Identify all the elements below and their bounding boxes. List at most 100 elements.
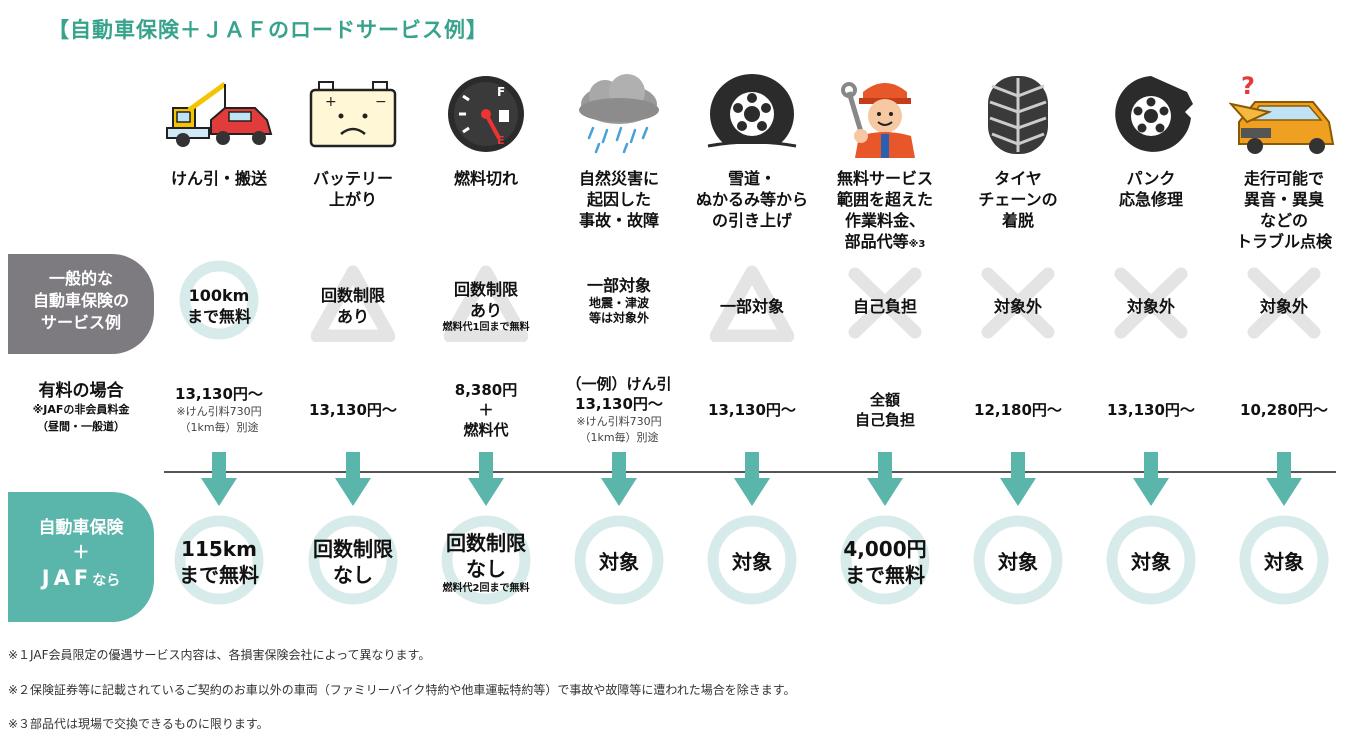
result-circle-icon [1084, 512, 1218, 612]
column-heading-line: の引き上げ [711, 211, 792, 230]
insurance-cell-line: 対象外 [993, 296, 1042, 316]
cross-mark-icon [1217, 260, 1346, 354]
triangle-mark-icon [685, 260, 819, 354]
paid-price-cell: 13,130円～ [685, 400, 819, 420]
insurance-row-label: 一般的な 自動車保険の サービス例 [8, 254, 154, 354]
insurance-cell-line: あり [469, 300, 502, 320]
stuck-tire-icon [685, 72, 819, 160]
jaf-result-line: まで無料 [179, 563, 259, 587]
column-heading: パンク応急修理 [1084, 168, 1218, 210]
insurance-cell-line: 100km [188, 286, 250, 305]
column-heading: 雪道・ぬかるみ等からの引き上げ [685, 168, 819, 231]
insurance-cell: 一部対象 [685, 296, 819, 317]
insurance-cell-line: 自己負担 [852, 296, 917, 316]
paid-price-cell: 12,180円～ [951, 400, 1085, 420]
insurance-cell: 対象外 [1084, 296, 1218, 317]
jaf-label-suffix: なら [92, 573, 121, 589]
insurance-cell-paren: 等は対象外 [588, 310, 649, 325]
insurance-cell-line: 一部対象 [586, 275, 651, 295]
column-heading-line: 無料サービス [836, 169, 933, 188]
jaf-result-line: 対象 [599, 550, 639, 574]
column-heading: けん引・搬送 [152, 168, 286, 189]
down-arrow-icon [1084, 452, 1218, 510]
column-heading-line: 自然災害に [578, 169, 659, 188]
heading-footnote-ref: ※3 [908, 239, 926, 250]
result-circle-icon [818, 512, 952, 612]
down-arrow-icon [152, 452, 286, 510]
paid-price-line: 13,130円～ [175, 385, 263, 403]
column-heading-line: 雪道・ [727, 169, 776, 188]
column-heading: 自然災害に起因した事故・故障 [552, 168, 686, 231]
down-arrow-icon [818, 452, 952, 510]
down-arrow-icon [286, 452, 420, 510]
paid-price-note: （1km毎）別途 [179, 421, 259, 434]
column-heading-line: タイヤ [994, 169, 1042, 188]
svg-text:?: ? [1241, 72, 1255, 100]
column-heading: バッテリー上がり [286, 168, 420, 210]
paid-price-note: （1km毎）別途 [579, 431, 659, 444]
column-heading-line: 燃料切れ [453, 169, 518, 188]
result-circle-icon [286, 512, 420, 612]
jaf-result-cell: 対象 [685, 549, 819, 575]
down-arrow-icon [552, 452, 686, 510]
svg-text:+: + [325, 94, 337, 110]
jaf-result-line: なし [333, 563, 373, 587]
jaf-result-line: 115km [181, 537, 257, 561]
insurance-cell-line: 一部対象 [719, 296, 784, 316]
insurance-cell-line: 対象外 [1259, 296, 1308, 316]
column-heading-line: 事故・故障 [578, 211, 659, 230]
paid-price-line: 13,130円～ [309, 401, 397, 419]
column-heading-line: 応急修理 [1118, 190, 1183, 209]
jaf-result-note: 燃料代2回まで無料 [442, 582, 530, 594]
insurance-cell-line: あり [336, 307, 369, 326]
cross-mark-icon [818, 260, 952, 354]
column-heading: 無料サービス範囲を超えた作業料金、部品代等※3 [818, 168, 952, 255]
column-heading-line: 作業料金、 [844, 211, 925, 230]
paid-row-label: 有料の場合 ※JAFの非会員料金 （昼間・一般道） [8, 376, 154, 435]
insurance-label-line: 自動車保険の [32, 291, 129, 310]
insurance-cell: 100km まで無料 [152, 285, 286, 327]
insurance-cell: 自己負担 [818, 296, 952, 317]
tow-truck-icon [152, 72, 286, 160]
column-heading-line: トラブル点検 [1235, 232, 1332, 251]
paid-price-cell: 10,280円～ [1217, 400, 1346, 420]
column-heading: 走行可能で異音・異臭などのトラブル点検 [1217, 168, 1346, 252]
jaf-result-line: 回数制限 [313, 537, 393, 561]
down-arrow-icon [419, 452, 553, 510]
paid-price-cell: 全額自己負担 [818, 390, 952, 430]
cross-mark-icon [1084, 260, 1218, 354]
paid-price-cell: 13,130円～ [1084, 400, 1218, 420]
jaf-result-line: 回数制限 [446, 530, 526, 555]
jaf-result-line: まで無料 [845, 563, 925, 587]
paid-label-note: ※JAFの非会員料金 [32, 403, 130, 416]
paid-price-line: 12,180円～ [974, 401, 1062, 419]
dead-battery-icon: +− [286, 72, 420, 160]
mechanic-icon [818, 72, 952, 160]
paid-label-title: 有料の場合 [38, 381, 124, 401]
column-heading-line: 起因した [586, 190, 651, 209]
column-heading: 燃料切れ [419, 168, 553, 189]
jaf-result-line: 対象 [1131, 550, 1171, 574]
paid-price-note: ※けん引料730円 [576, 415, 662, 428]
insurance-label-line: 一般的な [48, 269, 113, 288]
jaf-result-cell: 対象 [1084, 549, 1218, 575]
insurance-cell: 回数制限あり燃料代1回まで無料 [419, 279, 553, 334]
footnote-1: ※１JAF会員限定の優遇サービス内容は、各損害保険会社によって異なります。 [8, 648, 431, 662]
triangle-mark-icon [419, 260, 553, 354]
car-trouble-icon: ? [1217, 72, 1346, 160]
footnote-2: ※２保険証券等に記載されているご契約のお車以外の車両（ファミリーバイク特約や他車… [8, 683, 796, 697]
jaf-result-line: 対象 [998, 550, 1038, 574]
jaf-label-line: 自動車保険 [38, 518, 124, 538]
insurance-label-line: サービス例 [40, 313, 121, 332]
paid-price-cell: 8,380円＋燃料代 [419, 380, 553, 440]
insurance-cell-line: まで無料 [186, 307, 251, 326]
paid-price-line: 燃料代 [463, 421, 509, 439]
down-arrow-icon [951, 452, 1085, 510]
circle-mark-icon [152, 260, 286, 354]
insurance-cell: 対象外 [951, 296, 1085, 317]
paid-price-note: ※けん引料730円 [176, 405, 262, 418]
column-heading-line: 範囲を超えた [836, 190, 933, 209]
svg-text:−: − [375, 94, 387, 110]
down-arrow-icon [685, 452, 819, 510]
